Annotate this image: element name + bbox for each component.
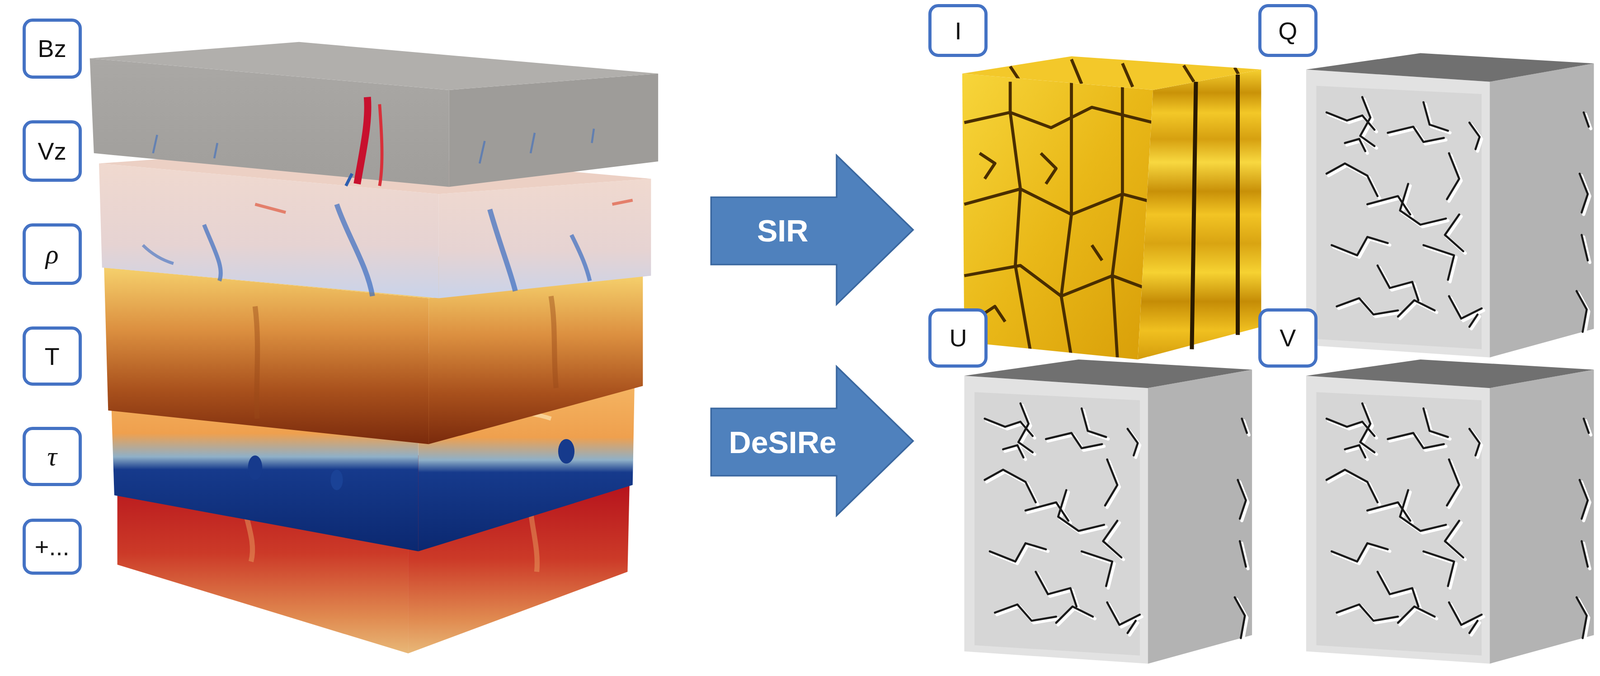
block-arrow: SIR (710, 153, 916, 307)
illustration-part (964, 107, 1153, 128)
label-box: τ (22, 426, 82, 486)
arrow-shape (710, 153, 916, 307)
illustration-part (438, 178, 652, 298)
variable-label: Vz (37, 138, 67, 164)
illustration-part (550, 296, 556, 388)
illustration-part (1306, 359, 1595, 664)
illustration-part (336, 204, 373, 297)
illustration-part (612, 200, 633, 205)
illustration-part (979, 153, 995, 179)
variable-label: I (954, 18, 962, 43)
illustration-part (204, 224, 222, 281)
illustration-part (248, 455, 263, 480)
label-box: U (928, 308, 988, 368)
illustration-part (962, 56, 1262, 360)
illustration-part (89, 42, 659, 188)
illustration-part (1061, 81, 1072, 358)
variable-label: T (44, 343, 60, 369)
arrow-label: DeSIRe (710, 408, 856, 476)
illustration-part (489, 209, 516, 292)
illustration-part (345, 173, 353, 186)
label-box: V (1258, 308, 1318, 368)
arrow-body (711, 155, 914, 305)
illustration-part (558, 438, 575, 464)
illustration-part (142, 244, 174, 264)
illustration-part (530, 510, 537, 572)
variable-label: Q (1278, 18, 1298, 43)
illustration-part (1091, 244, 1103, 261)
illustration-part (1010, 81, 1031, 353)
variable-label: V (1279, 325, 1296, 350)
label-box: T (22, 326, 82, 386)
label-box: ρ (22, 223, 82, 285)
variable-label: Bz (37, 36, 67, 61)
illustration-part (1191, 81, 1196, 350)
illustration-part (254, 306, 258, 419)
label-box: I (928, 4, 988, 57)
illustration-part (1010, 59, 1240, 87)
illustration-part (1010, 59, 1240, 87)
variable-label: +... (34, 534, 70, 559)
illustration-part (103, 267, 429, 445)
label-box: Vz (22, 120, 82, 182)
label-box: Bz (22, 18, 82, 79)
variable-label: τ (47, 442, 57, 470)
illustration-part (1306, 53, 1595, 358)
variable-label: U (949, 325, 967, 350)
illustration-part (428, 275, 643, 445)
illustration-part (964, 265, 1153, 297)
illustration-part (1137, 69, 1262, 360)
illustration-part (357, 97, 368, 184)
illustration-part (962, 73, 1153, 360)
illustration-part (254, 204, 286, 213)
variable-label: ρ (45, 240, 59, 268)
label-box: Q (1258, 4, 1318, 57)
illustration-part (153, 128, 594, 164)
block-arrow: DeSIRe (710, 364, 916, 518)
illustration-part (1040, 153, 1057, 184)
arrow-label: SIR (710, 197, 856, 265)
illustration-part (964, 81, 1153, 358)
label-box: +... (22, 518, 82, 575)
illustration-part (379, 103, 382, 186)
illustration-part (962, 56, 1262, 90)
illustration-part (964, 359, 1252, 664)
illustration-part (1112, 86, 1123, 358)
illustration-part (448, 73, 659, 188)
illustration-part (571, 234, 590, 281)
illustration-part (89, 42, 659, 90)
illustration-part (330, 469, 343, 490)
illustration-part (964, 188, 1153, 215)
illustration-part (1235, 74, 1240, 335)
